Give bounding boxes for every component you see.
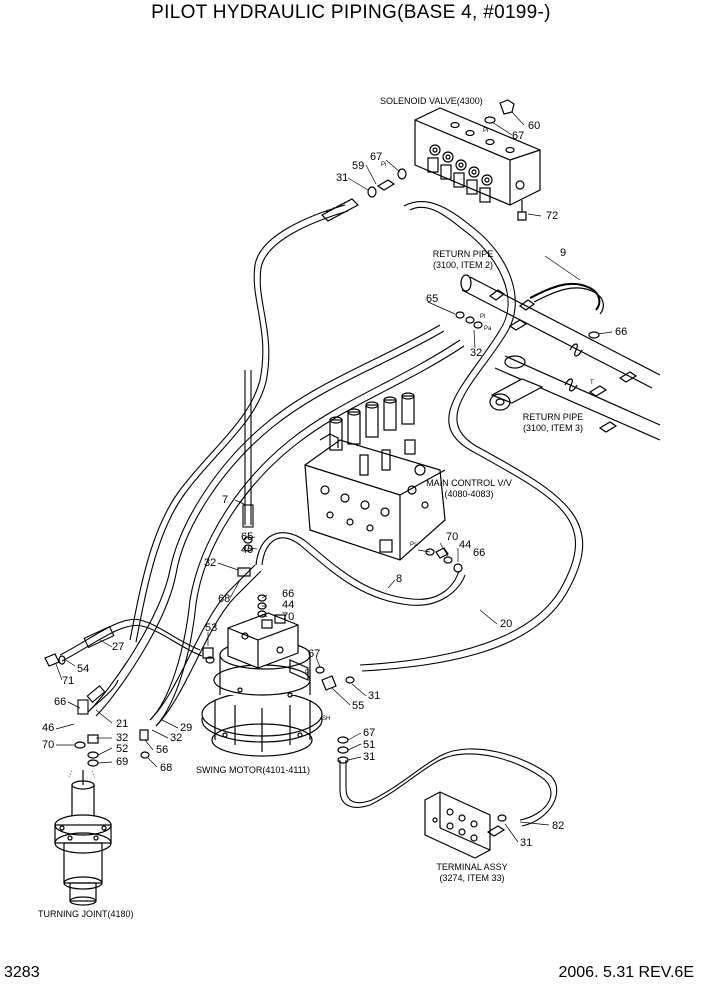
callout-32-a: 32	[470, 347, 483, 359]
callout-27: 27	[112, 641, 125, 653]
callout-69: 69	[116, 756, 129, 768]
callout-66-b: 66	[473, 547, 486, 559]
callout-31-d: 31	[520, 837, 533, 849]
port-mark-pi-4: Pi	[305, 670, 311, 676]
main-control-line1: MAIN CONTROL V/V	[426, 478, 512, 488]
callout-8: 8	[396, 573, 403, 585]
callout-51: 51	[363, 739, 376, 751]
callout-55: 55	[352, 700, 365, 712]
terminal-assy-line2: (3274, ITEM 33)	[439, 873, 505, 883]
callout-67-d: 67	[363, 727, 376, 739]
callout-68-a: 68	[218, 593, 231, 605]
callout-32-d: 32	[170, 732, 183, 744]
callout-67-c: 67	[308, 648, 321, 660]
port-mark-pa: Pa	[484, 326, 492, 332]
callout-7: 7	[222, 494, 229, 506]
callout-46: 46	[42, 722, 55, 734]
hoses	[59, 201, 584, 827]
revision-date: 2006. 5.31 REV.6E	[558, 964, 694, 981]
callout-66-d: 66	[54, 696, 67, 708]
port-mark-pi-3: Pi	[480, 314, 486, 320]
page-title: PILOT HYDRAULIC PIPING(BASE 4, #0199-)	[151, 2, 551, 23]
turning-joint-caption: TURNING JOINT(4180)	[38, 909, 134, 919]
port-mark-pi-1: Pi	[381, 162, 387, 168]
return-pipe-1-line1: RETURN PIPE	[432, 249, 494, 259]
callout-67-b: 67	[370, 151, 383, 163]
callout-40: 40	[241, 544, 254, 556]
callout-21: 21	[116, 718, 129, 730]
main-control-caption: MAIN CONTROL V/V (4080-4083)	[424, 478, 514, 500]
callout-65-a: 65	[426, 293, 439, 305]
callout-82: 82	[552, 820, 565, 832]
return-pipe-1-line2: (3100, ITEM 2)	[432, 260, 494, 270]
callout-66-c: 66	[282, 588, 295, 600]
callout-53: 53	[205, 622, 218, 634]
callout-32-b: 32	[204, 557, 217, 569]
callout-54: 54	[77, 663, 90, 675]
terminal-assy-drawing	[424, 791, 506, 859]
callout-67-a: 67	[512, 130, 525, 142]
port-mark-pi-2: Pi	[483, 128, 489, 134]
return-pipe-2-line2: (3100, ITEM 3)	[522, 423, 584, 433]
callout-66-a: 66	[615, 326, 628, 338]
callout-52: 52	[116, 743, 129, 755]
return-pipe-caption-1: RETURN PIPE (3100, ITEM 2)	[428, 249, 498, 271]
return-pipe-drawing	[460, 274, 661, 441]
swing-motor-drawing	[201, 612, 323, 757]
callout-70-c: 70	[42, 739, 55, 751]
return-pipe-caption-2: RETURN PIPE (3100, ITEM 3)	[518, 412, 588, 434]
callout-20: 20	[500, 618, 513, 630]
solenoid-valve-caption: SOLENOID VALVE(4300)	[380, 96, 483, 106]
port-mark-sh: SH	[322, 716, 331, 722]
leader-lines	[55, 111, 613, 843]
solenoid-valve-drawing	[414, 99, 541, 221]
port-mark-t: T	[590, 380, 594, 386]
turning-joint-drawing	[54, 770, 112, 906]
port-mark-ps: Ps	[410, 542, 418, 548]
callout-9: 9	[560, 247, 567, 259]
swing-motor-caption: SWING MOTOR(4101-4111)	[196, 765, 311, 775]
callout-70-a: 70	[446, 531, 459, 543]
main-control-line2: (4080-4083)	[444, 489, 494, 499]
callout-71: 71	[62, 675, 75, 687]
callout-59: 59	[352, 160, 365, 172]
return-pipe-2-line1: RETURN PIPE	[522, 412, 584, 422]
callout-56: 56	[156, 744, 169, 756]
callout-29: 29	[180, 722, 193, 734]
terminal-assy-caption: TERMINAL ASSY (3274, ITEM 33)	[430, 862, 514, 884]
callout-65-b: 65	[241, 531, 254, 543]
main-control-valve-drawing	[304, 392, 446, 561]
callout-44-a: 44	[459, 539, 472, 551]
callout-31-b: 31	[368, 690, 381, 702]
callout-32-c: 32	[116, 732, 129, 744]
callout-31-a: 31	[336, 172, 349, 184]
terminal-assy-line1: TERMINAL ASSY	[436, 862, 508, 872]
callout-70-b: 70	[282, 611, 295, 623]
callout-44-b: 44	[282, 599, 295, 611]
callout-68-b: 68	[160, 762, 173, 774]
callout-60: 60	[528, 120, 541, 132]
page-number: 3283	[4, 964, 40, 981]
callout-31-c: 31	[363, 751, 376, 763]
callout-72: 72	[546, 210, 559, 222]
